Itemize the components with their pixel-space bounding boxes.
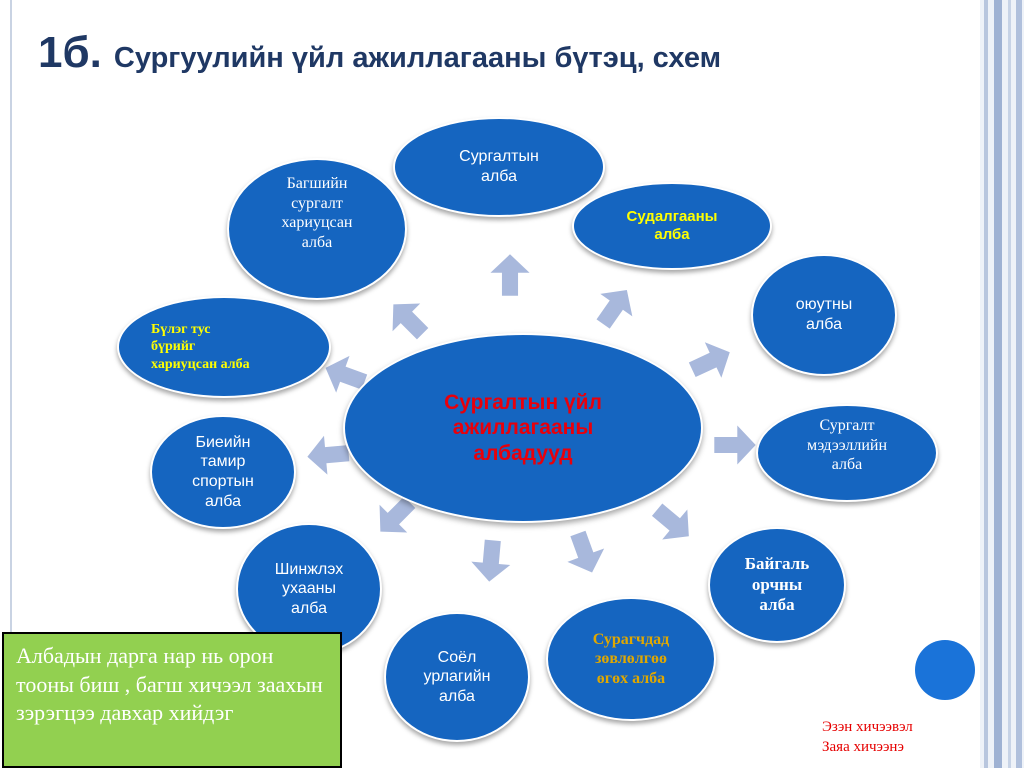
node-biein-tamir-alba-label: Биеийн тамир спортын алба [192, 433, 254, 510]
node-zovlolgoo-alba-label: Сурагчдад зөвлөлгөө өгөх алба [592, 630, 670, 687]
author-line-2: Заяа хичээнэ [822, 738, 904, 755]
author-credit: Эзэн хичээвэл Заяа хичээнэ [822, 718, 913, 757]
node-baigali-alba-label: Байгаль орчны алба [744, 553, 810, 615]
arrow-to-bagsh-icon [392, 303, 429, 340]
node-buleg-alba: Бүлэг тус бүрийг хариуцсан алба [117, 296, 331, 398]
center-node: Сургалтын үйл ажиллагааны албадууд [343, 333, 703, 523]
right-stripes-graphic [980, 0, 1024, 768]
node-medeellin-alba: Сургалт мэдээллийн алба [756, 404, 938, 502]
node-biein-tamir-alba: Биеийн тамир спортын алба [150, 415, 296, 529]
left-border-line [10, 0, 12, 768]
page-title: 1б. Сургуулийн үйл ажиллагааны бүтэц, схе… [38, 28, 721, 78]
node-ouytny-alba: оюутны алба [751, 254, 897, 376]
node-baigali-alba: Байгаль орчны алба [708, 527, 846, 643]
node-bagsh-alba: Багшийн сургалт хариуцсан алба [227, 158, 407, 300]
node-surgaltyn-alba-label: Сургалтын алба [459, 148, 539, 185]
note-box: Албадын дарга нар нь орон тооны биш , ба… [2, 632, 342, 768]
node-soyol-alba: Соёл урлагийн алба [384, 612, 530, 742]
node-bagsh-alba-label: Багшийн сургалт хариуцсан алба [281, 175, 353, 251]
arrow-to-surgaltyn-icon [490, 254, 530, 296]
arrow-to-biein-tamir-icon [307, 435, 350, 475]
node-zovlolgoo-alba: Сурагчдад зөвлөлгөө өгөх алба [546, 597, 716, 721]
title-number: 1б. [38, 28, 102, 77]
decorative-circle [915, 640, 975, 700]
arrow-to-sudalgaany-icon [596, 290, 633, 329]
arrow-to-soyol-icon [471, 539, 511, 582]
node-buleg-alba-label: Бүлэг тус бүрийг хариуцсан алба [151, 322, 250, 372]
node-sudalgaany-alba-label: Судалгааны алба [626, 207, 718, 243]
arrow-to-shinjleh-icon [379, 496, 416, 533]
title-text: Сургуулийн үйл ажиллагааны бүтэц, схем [113, 42, 722, 74]
arrow-to-baigali-icon [651, 503, 689, 540]
arrow-to-zovlolgoo-icon [567, 530, 605, 573]
node-shinjleh-alba-label: Шинжлэх ухааны алба [274, 560, 344, 617]
center-node-label: Сургалтын үйл ажиллагааны албадууд [444, 391, 602, 465]
right-border-stripes [980, 0, 1024, 768]
node-soyol-alba-label: Соёл урлагийн алба [423, 648, 491, 705]
note-text: Албадын дарга нар нь орон тооны биш , ба… [16, 643, 323, 726]
arrow-to-ouytny-icon [688, 342, 730, 378]
node-ouytny-alba-label: оюутны алба [795, 296, 853, 333]
node-surgaltyn-alba: Сургалтын алба [393, 117, 605, 217]
arrow-to-buleg-icon [325, 355, 368, 393]
node-medeellin-alba-label: Сургалт мэдээллийн алба [807, 417, 887, 474]
author-line-1: Эзэн хичээвэл [822, 719, 913, 735]
node-sudalgaany-alba: Судалгааны алба [572, 182, 772, 270]
arrow-to-medeellin-icon [714, 425, 756, 465]
